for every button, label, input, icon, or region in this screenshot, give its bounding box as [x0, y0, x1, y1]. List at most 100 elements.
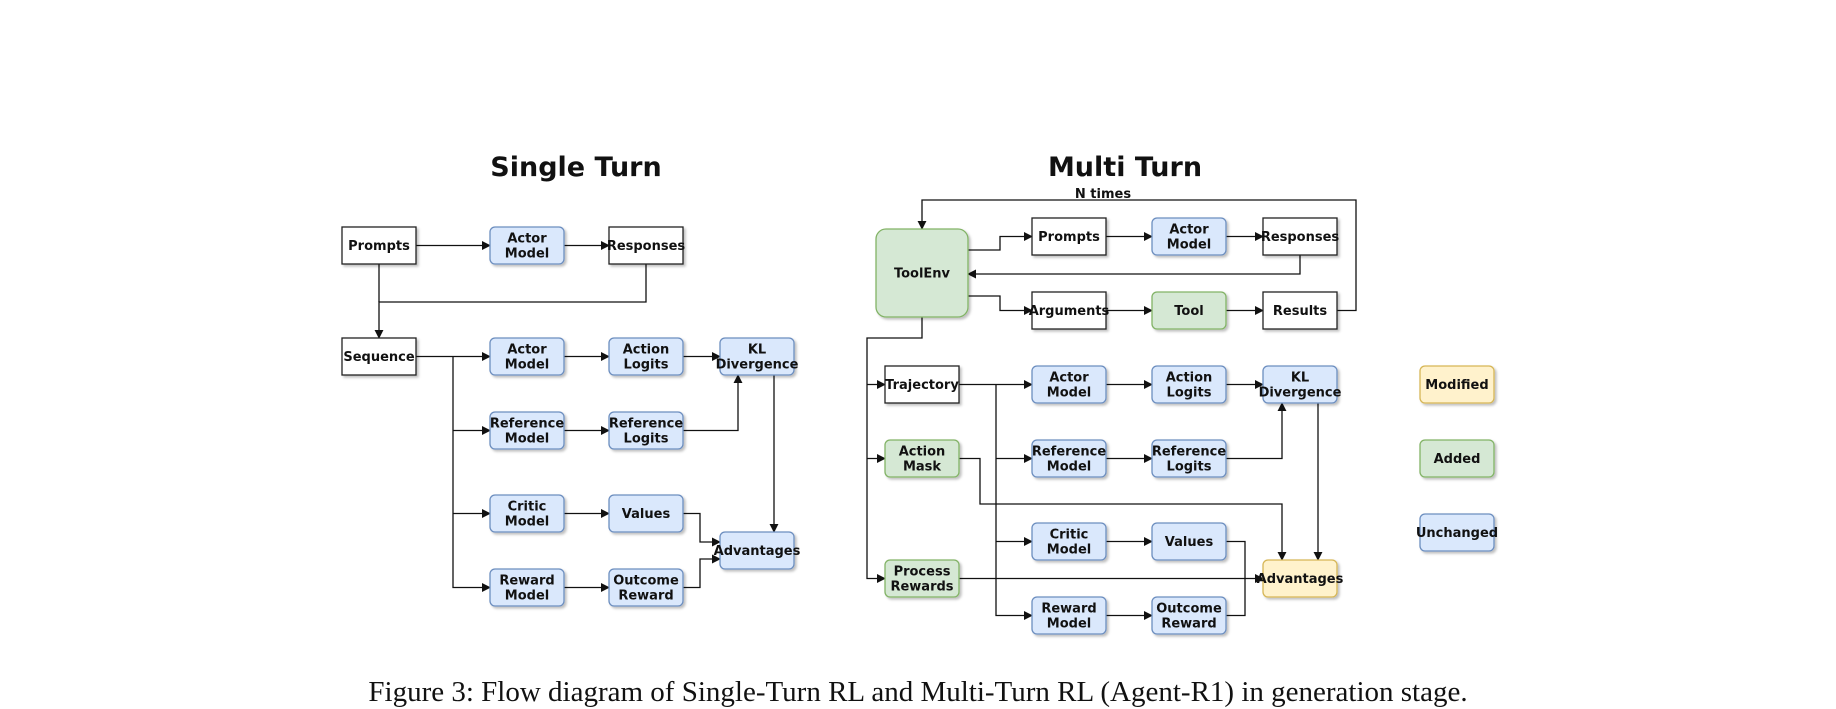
edge-25 [866, 317, 923, 584]
node-label: Mask [903, 460, 941, 475]
node-legend-unchanged: Unchanged [1416, 513, 1498, 552]
node-box [1031, 291, 1107, 330]
node-label: Reward [499, 574, 554, 589]
node-label: Process [894, 565, 951, 580]
node-multi-turn-trajectory: Trajectory [884, 365, 960, 404]
node-box [1262, 291, 1338, 330]
node-label: Model [1047, 386, 1091, 401]
node-label: Reference [1152, 445, 1226, 460]
node-label: Model [1167, 238, 1211, 253]
node-label: Actor [507, 232, 547, 247]
edge-7 [452, 356, 491, 593]
node-box [1151, 522, 1227, 561]
node-label: Sequence [343, 350, 415, 365]
node-label: Reference [609, 417, 683, 432]
node-label: KL [1291, 371, 1309, 386]
node-multi-turn-tool: Tool [1151, 291, 1227, 330]
node-label: Rewards [890, 580, 953, 595]
node-label: Prompts [1038, 230, 1100, 245]
node-label: Divergence [1259, 386, 1342, 401]
node-box [1151, 439, 1227, 478]
edge-15 [683, 554, 721, 589]
node-box [1419, 513, 1495, 552]
node-label: Trajectory [885, 378, 959, 393]
node-multi-turn-arguments: Arguments [1029, 291, 1110, 330]
node-label: Model [1047, 460, 1091, 475]
edge-37 [959, 457, 1287, 561]
edge-2 [374, 264, 647, 339]
node-box [489, 568, 565, 607]
node-label: Actor [507, 343, 547, 358]
node-label: Reference [1032, 445, 1106, 460]
node-box [608, 568, 684, 607]
node-label: Model [505, 247, 549, 262]
node-single-turn-advantages: Advantages [714, 531, 801, 570]
node-label: Action [899, 445, 946, 460]
node-box [884, 559, 960, 598]
node-label: Model [505, 515, 549, 530]
node-label: Responses [607, 239, 686, 254]
node-label: Values [622, 507, 671, 522]
node-single-turn-values: Values [608, 494, 684, 533]
node-label: Arguments [1029, 304, 1110, 319]
node-label: Logits [624, 358, 669, 373]
node-label: Critic [1050, 528, 1089, 543]
node-single-turn-responses: Responses [607, 226, 686, 265]
node-multi-turn-responses: Responses [1261, 217, 1339, 256]
edges [374, 199, 1357, 621]
node-box [875, 228, 969, 318]
node-label: ToolEnv [894, 267, 951, 282]
node-box [489, 226, 565, 265]
node-box [1031, 439, 1107, 478]
node-label: Logits [624, 432, 669, 447]
edge-14 [683, 512, 721, 547]
node-box [719, 337, 795, 376]
node-label: Model [505, 358, 549, 373]
edge-41 [1226, 540, 1246, 617]
node-label: Results [1273, 304, 1327, 319]
node-box [1151, 291, 1227, 330]
node-label: Outcome [1156, 602, 1222, 617]
node-box [608, 337, 684, 376]
node-label: Added [1434, 452, 1481, 467]
node-box [1262, 365, 1338, 404]
node-multi-turn-results: Results [1262, 291, 1338, 330]
node-label: Action [1166, 371, 1213, 386]
node-box [1262, 217, 1338, 256]
node-box [608, 494, 684, 533]
node-box [1031, 365, 1107, 404]
node-box [341, 226, 417, 265]
edge-11 [683, 374, 743, 432]
multi-turn-title: Multi Turn [1048, 152, 1202, 183]
node-label: Values [1165, 535, 1214, 550]
node-label: Model [1047, 617, 1091, 632]
node-box [719, 531, 795, 570]
node-label: KL [748, 343, 766, 358]
loop-label: N times [1075, 187, 1131, 202]
node-box [1419, 439, 1495, 478]
node-box [1031, 217, 1107, 256]
node-label: Prompts [348, 239, 410, 254]
figure-caption: Figure 3: Flow diagram of Single-Turn RL… [368, 676, 1468, 708]
node-box [1151, 217, 1227, 256]
node-multi-turn-values: Values [1151, 522, 1227, 561]
edge-35 [1226, 402, 1287, 460]
node-label: Tool [1174, 304, 1203, 319]
node-box [1151, 596, 1227, 635]
